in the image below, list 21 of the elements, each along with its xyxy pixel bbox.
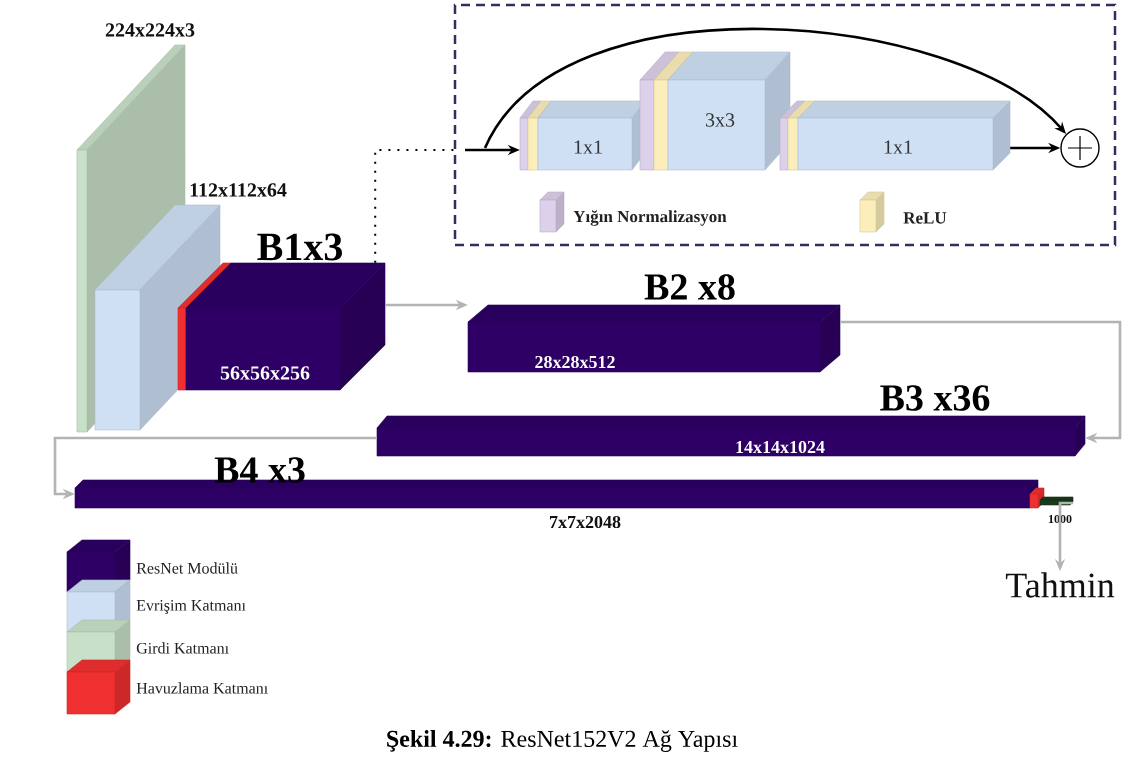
legend-text: Havuzlama Katmanı: [136, 682, 268, 694]
block-title: B3 x36: [880, 385, 990, 411]
legend-text: Yığın Normalizasyon: [573, 210, 727, 226]
sum-circle: [1060, 128, 1100, 168]
legend-text: ReLU: [903, 212, 947, 224]
dimension-label: 112x112x64: [190, 183, 287, 197]
output-label: Tahmin: [1005, 572, 1115, 598]
block-title: B4 x3: [214, 457, 305, 483]
dashed-frame: [453, 3, 1117, 247]
caption: Şekil 4.29: ResNet152V2 Ağ Yapısı: [387, 730, 738, 752]
block-title: B2 x8: [644, 274, 735, 300]
legend-text: ResNet Modülü: [136, 562, 238, 574]
kernel-label: 3x3: [705, 113, 735, 127]
dimension-label: 7x7x2048: [550, 515, 621, 529]
legend-text: Evrişim Katmanı: [136, 600, 246, 614]
dimension-label: 224x224x3: [105, 23, 195, 37]
arrow: [840, 320, 1122, 444]
legend-text: Girdi Katmanı: [136, 642, 229, 654]
block-title: B1x3: [257, 233, 342, 261]
connector-line: [374, 149, 455, 264]
dimension-label: 1000: [1048, 514, 1072, 524]
